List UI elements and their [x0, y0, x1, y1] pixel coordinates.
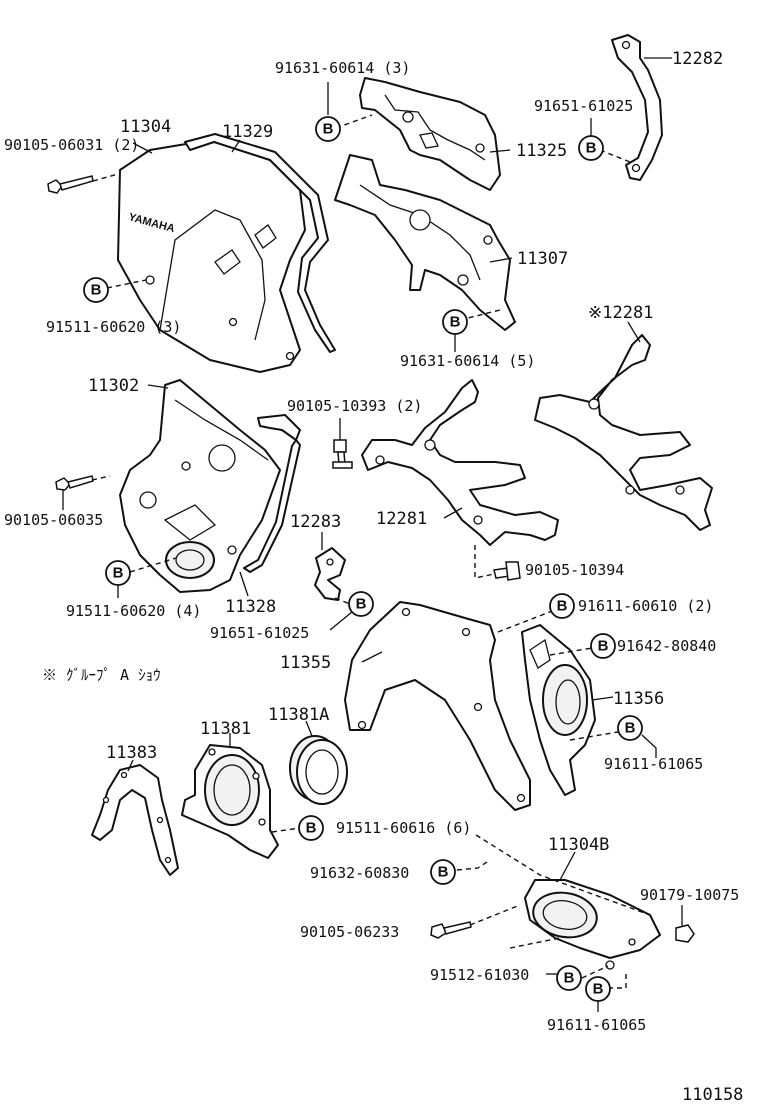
bolt-90105-10393 [332, 439, 353, 469]
svg-text:B: B [557, 598, 568, 615]
label-90179-10075: 90179-10075 [640, 886, 739, 904]
part-12281-alt-bracket [534, 334, 713, 531]
bolt-90105-06031 [47, 175, 94, 194]
bolt-90105-06035 [55, 475, 94, 491]
svg-text:B: B [356, 596, 367, 613]
part-11383-gasket [91, 764, 179, 876]
label-11304B: 11304B [548, 835, 609, 855]
part-11381A-seal [289, 735, 348, 805]
label-11328: 11328 [225, 597, 276, 617]
label-91512-61030: 91512-61030 [430, 966, 529, 984]
label-11307: 11307 [517, 249, 568, 269]
svg-text:B: B [438, 864, 449, 881]
label-12282: 12282 [672, 49, 723, 69]
label-91511-60616: 91511-60616 (6) [336, 819, 471, 837]
label-91631-60614-3: 91631-60614 (3) [275, 59, 410, 77]
svg-text:B: B [564, 970, 575, 987]
svg-text:B: B [91, 282, 102, 299]
label-91611-60610: 91611-60610 (2) [578, 597, 713, 615]
label-11329: 11329 [222, 122, 273, 142]
marker-b-91611-61065-bot: B [585, 976, 611, 1002]
label-11302: 11302 [88, 376, 139, 396]
svg-text:B: B [306, 820, 317, 837]
part-labels: 11304 11329 90105-06031 (2) 91511-60620 … [4, 49, 743, 1105]
part-12281-bracket [361, 379, 559, 546]
label-91631-60614-5: 91631-60614 (5) [400, 352, 535, 370]
svg-text:B: B [625, 720, 636, 737]
label-group-note: ※ ｸﾞﾙｰﾌﾟ A ｼｮｳ [42, 666, 161, 684]
bolt-90105-06233 [430, 921, 472, 939]
label-11355: 11355 [280, 653, 331, 673]
part-11302-lower-cover [119, 379, 281, 593]
label-11381: 11381 [200, 719, 251, 739]
part-11328-gasket [243, 414, 301, 573]
label-91632-60830: 91632-60830 [310, 864, 409, 882]
marker-b-91631-60614-5: B [442, 309, 468, 335]
marker-b-91511-60616: B [298, 815, 324, 841]
marker-b-91511-60620-3: B [83, 277, 109, 303]
label-91511-60620-4: 91511-60620 (4) [66, 602, 201, 620]
label-12283: 12283 [290, 512, 341, 532]
marker-b-91611-61065-mid: B [617, 715, 643, 741]
label-90105-10394: 90105-10394 [525, 561, 624, 579]
marker-b-91642-80840: B [590, 633, 616, 659]
label-90105-06035: 90105-06035 [4, 511, 103, 529]
part-11307-plate [334, 154, 516, 331]
svg-text:B: B [586, 140, 597, 157]
label-11381A: 11381A [268, 705, 329, 725]
label-91611-61065-bot: 91611-61065 [547, 1016, 646, 1034]
marker-b-91512-61030: B [556, 965, 582, 991]
label-91651-61025-top: 91651-61025 [534, 97, 633, 115]
part-11381-retainer [181, 744, 279, 859]
label-90105-06233: 90105-06233 [300, 923, 399, 941]
label-91642-80840: 91642-80840 [617, 637, 716, 655]
label-12281-alt: ※12281 [588, 303, 653, 323]
svg-text:B: B [113, 565, 124, 582]
part-11355-plate [344, 601, 531, 811]
marker-b-91632-60830: B [430, 859, 456, 885]
svg-text:B: B [598, 638, 609, 655]
part-12283-clip [314, 547, 346, 601]
label-91511-60620-3: 91511-60620 (3) [46, 318, 181, 336]
label-11383: 11383 [106, 743, 157, 763]
part-12282-bracket [611, 34, 663, 181]
label-11356: 11356 [613, 689, 664, 709]
marker-b-91651-61025: B [348, 591, 374, 617]
leader-lines [62, 57, 683, 1012]
part-11304-upper-cover: YAMAHA [117, 139, 306, 373]
label-11325: 11325 [516, 141, 567, 161]
svg-text:B: B [593, 981, 604, 998]
marker-b-91631-60614-3: B [315, 116, 341, 142]
label-12281: 12281 [376, 509, 427, 529]
label-91611-61065-mid: 91611-61065 [604, 755, 703, 773]
label-11304: 11304 [120, 117, 171, 137]
svg-text:B: B [323, 121, 334, 138]
part-11329-gasket [184, 133, 336, 353]
label-90105-10393: 90105-10393 (2) [287, 397, 422, 415]
marker-b-91511-60620-4: B [105, 560, 131, 586]
bolt-90105-10394 [493, 561, 521, 581]
part-11356-plate [521, 624, 596, 796]
svg-text:B: B [450, 314, 461, 331]
marker-b-91651-61025-top: B [578, 135, 604, 161]
label-91651-61025: 91651-61025 [210, 624, 309, 642]
nut-90179-10075 [675, 924, 695, 943]
label-90105-06031: 90105-06031 (2) [4, 136, 139, 154]
part-11325-plate [359, 77, 501, 191]
marker-b-91611-60610: B [549, 593, 575, 619]
figure-id: 110158 [682, 1085, 743, 1105]
